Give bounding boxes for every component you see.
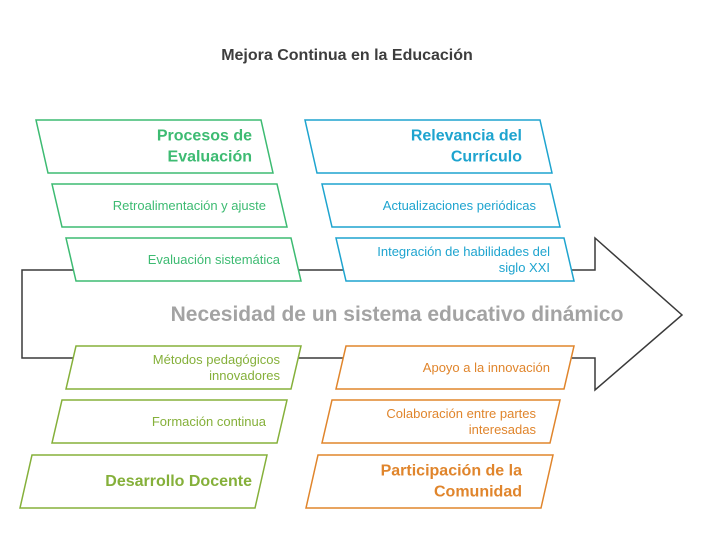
cause-box-procesos-1	[51, 183, 288, 228]
category-label-relevancia: Relevancia del	[411, 128, 522, 145]
cause-label-relevancia-2: Integración de habilidades del	[377, 244, 550, 259]
cause-label-desarrollo-2: Formación continua	[152, 414, 267, 429]
category-label-procesos: Evaluación	[168, 149, 252, 166]
cause-label-desarrollo-1: innovadores	[209, 368, 280, 383]
cause-box-relevancia-2	[335, 237, 575, 282]
category-label-desarrollo: Desarrollo Docente	[105, 473, 252, 490]
category-label-participacion: Comunidad	[434, 484, 522, 501]
diagram-title: Mejora Continua en la Educación	[221, 47, 473, 64]
cause-box-procesos-2	[65, 237, 302, 282]
cause-box-relevancia-1	[321, 183, 561, 228]
category-box-procesos	[35, 119, 274, 174]
cause-box-desarrollo-1	[65, 345, 302, 390]
cause-box-desarrollo-2	[51, 399, 288, 444]
cause-box-participacion-2	[321, 399, 561, 444]
category-label-participacion: Participación de la	[381, 463, 522, 480]
cause-label-relevancia-2: siglo XXI	[499, 260, 550, 275]
category-box-desarrollo	[19, 454, 268, 509]
cause-label-participacion-2: Colaboración entre partes	[386, 406, 536, 421]
category-label-relevancia: Currículo	[451, 149, 522, 166]
category-box-relevancia	[304, 119, 553, 174]
cause-label-desarrollo-1: Métodos pedagógicos	[153, 352, 281, 367]
cause-box-participacion-1	[335, 345, 575, 390]
central-problem-label: Necesidad de un sistema educativo dinámi…	[171, 303, 624, 326]
cause-label-procesos-2: Evaluación sistemática	[148, 252, 281, 267]
cause-label-relevancia-1: Actualizaciones periódicas	[383, 198, 537, 213]
cause-label-participacion-2: interesadas	[469, 422, 537, 437]
category-box-participacion	[305, 454, 554, 509]
cause-label-procesos-1: Retroalimentación y ajuste	[113, 198, 266, 213]
cause-label-participacion-1: Apoyo a la innovación	[423, 360, 550, 375]
category-label-procesos: Procesos de	[157, 128, 252, 145]
